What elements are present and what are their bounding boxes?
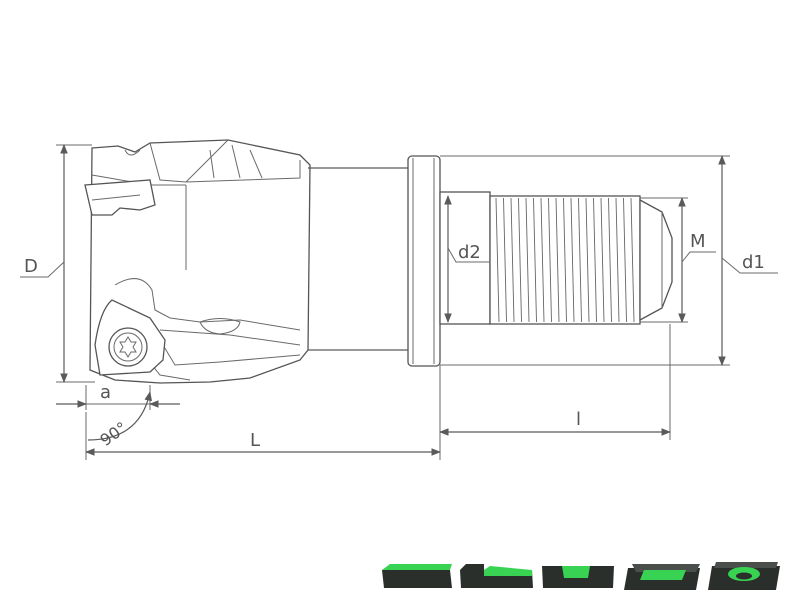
thread-line — [615, 197, 620, 323]
thread-line — [548, 197, 552, 323]
label-l: l — [576, 409, 581, 430]
dimension-l: l — [439, 324, 671, 440]
dimension-M: M — [640, 197, 716, 323]
thread-line — [608, 197, 612, 323]
label-d2: d2 — [458, 242, 481, 263]
milling-step-icon — [460, 564, 533, 588]
thread-line — [518, 197, 522, 323]
label-M: M — [690, 231, 706, 252]
milling-slot-icon — [542, 566, 614, 588]
flange — [407, 155, 441, 367]
label-L: L — [250, 430, 260, 451]
tool-neck — [308, 167, 408, 351]
milling-circular-pocket-icon — [708, 562, 780, 590]
thread-line — [578, 197, 582, 323]
thread-line — [495, 197, 500, 323]
thread-line — [563, 197, 567, 323]
thread-line — [540, 197, 545, 323]
milling-pocket-icon — [624, 564, 700, 590]
dimension-a: a — [56, 382, 180, 410]
thread-line — [600, 197, 605, 323]
threaded-shank — [439, 191, 673, 325]
thread-line — [510, 197, 515, 323]
label-D: D — [24, 256, 38, 277]
cutter-head — [84, 139, 311, 384]
label-d1: d1 — [742, 252, 765, 273]
thread-line — [570, 197, 575, 323]
thread-line — [593, 197, 597, 323]
thread-line — [503, 197, 507, 323]
label-angle: 90° — [97, 418, 131, 450]
thread-line — [585, 197, 590, 323]
thread-line — [555, 197, 560, 323]
thread-line — [623, 197, 627, 323]
dimension-d2: d2 — [444, 195, 490, 323]
operation-icons — [382, 562, 780, 590]
dimension-angle: 90° — [87, 391, 152, 450]
dimension-L: L — [85, 365, 441, 460]
thread-line — [525, 197, 530, 323]
thread-line — [630, 197, 635, 323]
dimension-d1: d1 — [440, 155, 778, 366]
thread-line — [533, 197, 537, 323]
milling-face-icon — [382, 564, 452, 588]
dimension-D: D — [20, 144, 95, 383]
label-a: a — [100, 382, 111, 403]
